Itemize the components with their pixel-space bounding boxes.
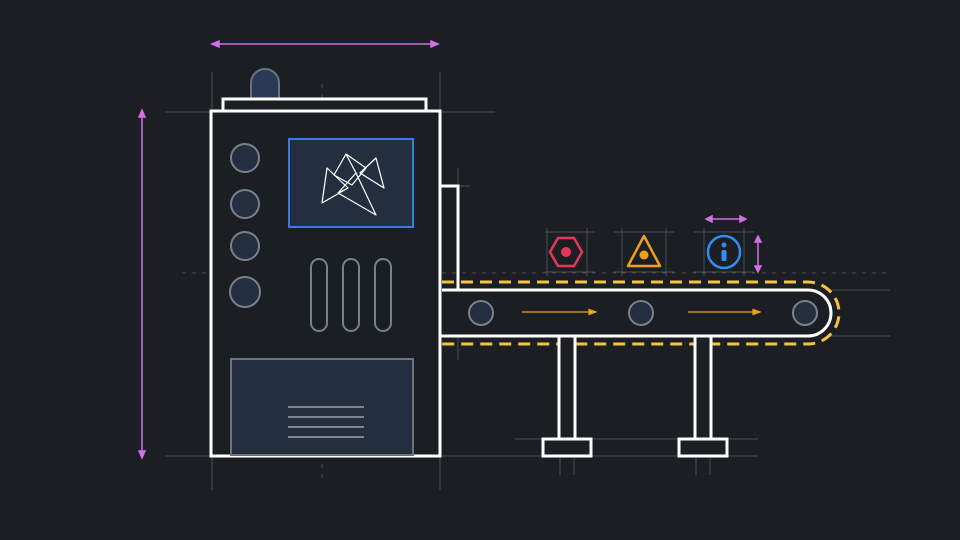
- crystal-shape-icon: [321, 153, 385, 216]
- machine-top-cap: [221, 97, 428, 113]
- hatch-grille-lines: [288, 406, 364, 438]
- control-knob: [230, 143, 260, 173]
- error-hexagon-icon: [548, 236, 584, 268]
- control-knobs: [229, 143, 261, 308]
- warning-triangle-icon: [626, 234, 662, 268]
- belt-roller: [792, 300, 818, 326]
- leg-foot: [541, 437, 593, 458]
- machine-display-screen: [288, 138, 414, 228]
- leg-foot: [677, 437, 729, 458]
- vent-slot: [342, 258, 360, 332]
- conveyor-belt: [442, 280, 841, 458]
- direction-arrows: [522, 308, 762, 316]
- belt-rollers: [468, 300, 818, 326]
- belt-roller: [628, 300, 654, 326]
- conveyor-leg-left: [541, 334, 593, 458]
- belt-roller: [468, 300, 494, 326]
- vent-slot: [310, 258, 328, 332]
- vent-slot: [374, 258, 392, 332]
- control-knob: [230, 231, 260, 261]
- info-circle-icon: [706, 234, 742, 270]
- vent-slots: [310, 258, 392, 332]
- factory-machine: [209, 68, 460, 458]
- control-knob: [229, 276, 261, 308]
- dimension-markers: [137, 39, 763, 460]
- top-dome-sensor: [250, 68, 280, 100]
- control-knob: [230, 189, 260, 219]
- conveyor-leg-right: [677, 334, 729, 458]
